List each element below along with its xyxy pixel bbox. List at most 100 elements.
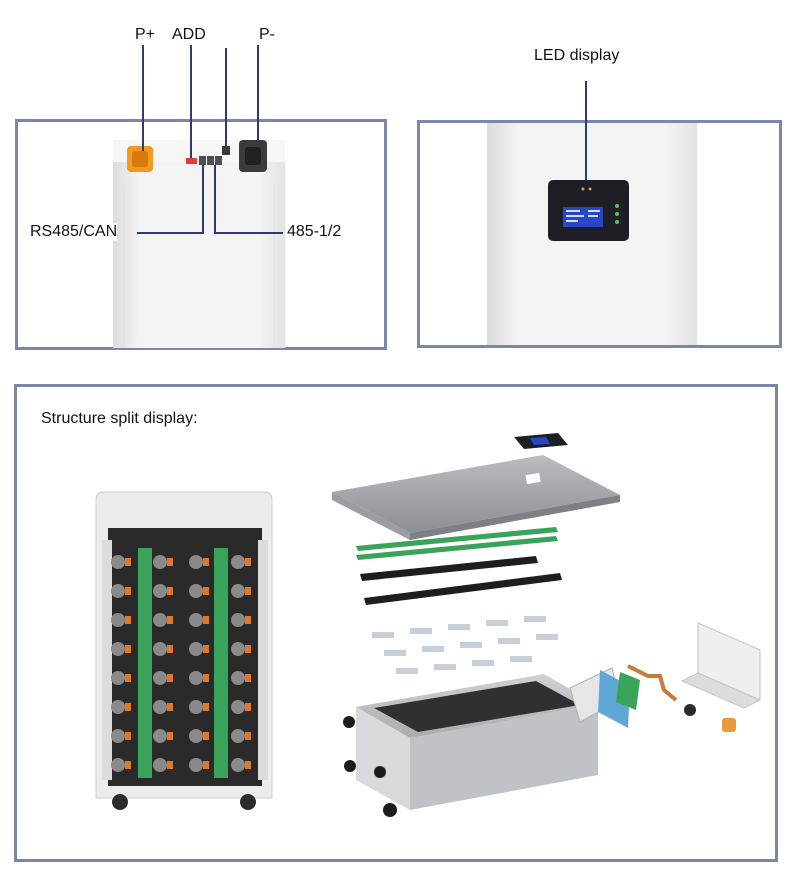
cell-connector — [245, 558, 251, 566]
port-485-label: 485-1/2 — [287, 223, 342, 241]
battery-cell — [153, 671, 167, 685]
battery-cell — [153, 758, 167, 772]
busbar-piece — [472, 660, 494, 666]
cell-connector — [245, 761, 251, 769]
battery-cell — [111, 671, 125, 685]
communication-ports — [199, 156, 222, 165]
terminal-connectors — [684, 704, 736, 732]
cell-connector — [245, 703, 251, 711]
cell-connector — [125, 761, 131, 769]
cell-connector — [167, 587, 173, 595]
cell-connector — [125, 703, 131, 711]
cell-connector — [245, 732, 251, 740]
cell-connector — [203, 587, 209, 595]
battery-cell — [231, 671, 245, 685]
battery-cell — [189, 584, 203, 598]
battery-cell — [189, 671, 203, 685]
power-switch — [222, 146, 230, 155]
structure-title: Structure split display: — [41, 410, 198, 427]
leader-lines-ports — [137, 45, 283, 234]
busbar-piece — [410, 628, 432, 634]
positive-terminal — [127, 146, 153, 172]
busbar-piece — [372, 632, 394, 638]
cell-connector — [203, 703, 209, 711]
led-display-label: LED display — [534, 47, 620, 64]
cell-holder-frames — [360, 556, 562, 605]
cell-connector — [203, 732, 209, 740]
battery-cell — [153, 729, 167, 743]
p-plus-label: P+ — [135, 26, 156, 43]
battery-cell — [153, 584, 167, 598]
cell-connector — [245, 587, 251, 595]
cell-connector — [125, 732, 131, 740]
add-switch — [186, 158, 197, 164]
cell-connector — [203, 761, 209, 769]
busbar-piece — [536, 634, 558, 640]
p-minus-label: P- — [259, 26, 275, 43]
cell-connector — [203, 558, 209, 566]
busbar-piece — [460, 642, 482, 648]
battery-cell — [231, 700, 245, 714]
cell-connector — [125, 558, 131, 566]
cell-connector — [203, 616, 209, 624]
battery-cell — [189, 613, 203, 627]
add-label: ADD — [172, 26, 206, 43]
battery-cell — [111, 729, 125, 743]
display-module — [514, 433, 568, 449]
battery-cell — [189, 729, 203, 743]
busbar-piece — [486, 620, 508, 626]
cell-connector — [245, 674, 251, 682]
battery-cell — [111, 642, 125, 656]
battery-cell — [153, 642, 167, 656]
battery-cell — [231, 642, 245, 656]
battery-cell — [231, 758, 245, 772]
cell-connector — [167, 703, 173, 711]
cell-connector — [125, 616, 131, 624]
cell-connector — [245, 616, 251, 624]
cell-connector — [167, 558, 173, 566]
insulation-strips — [356, 527, 558, 560]
battery-cell — [111, 584, 125, 598]
battery-cell — [189, 555, 203, 569]
battery-enclosure — [343, 674, 598, 817]
bms-boards — [138, 548, 228, 778]
battery-cell — [111, 613, 125, 627]
battery-cell — [231, 729, 245, 743]
bms-control-board — [598, 670, 640, 728]
cell-connector — [125, 587, 131, 595]
copper-busbar — [627, 664, 678, 702]
battery-cell-grid — [111, 555, 251, 772]
battery-cell — [231, 584, 245, 598]
battery-cell — [111, 758, 125, 772]
battery-cell — [189, 700, 203, 714]
battery-cell — [231, 555, 245, 569]
cell-connector — [125, 645, 131, 653]
battery-cell — [153, 555, 167, 569]
busbar-piece — [384, 650, 406, 656]
busbar-piece — [434, 664, 456, 670]
cell-connector — [203, 674, 209, 682]
cell-connector — [167, 674, 173, 682]
battery-cell — [111, 700, 125, 714]
battery-top-unit — [113, 140, 285, 348]
busbar-piece — [510, 656, 532, 662]
top-cover — [332, 455, 620, 540]
cell-connector — [167, 616, 173, 624]
busbar-piece — [524, 616, 546, 622]
cell-connector — [167, 645, 173, 653]
cell-connector — [167, 732, 173, 740]
busbar-piece — [498, 638, 520, 644]
cell-connector — [203, 645, 209, 653]
cell-connector — [167, 761, 173, 769]
led-display-screen — [548, 180, 629, 241]
battery-cell — [111, 555, 125, 569]
battery-cell — [153, 700, 167, 714]
battery-cell — [153, 613, 167, 627]
front-panel-cover — [680, 622, 762, 709]
busbar-piece — [448, 624, 470, 630]
battery-cell — [231, 613, 245, 627]
rs485-can-label: RS485/CAN — [30, 223, 118, 241]
cell-connector — [245, 645, 251, 653]
cell-connector — [125, 674, 131, 682]
